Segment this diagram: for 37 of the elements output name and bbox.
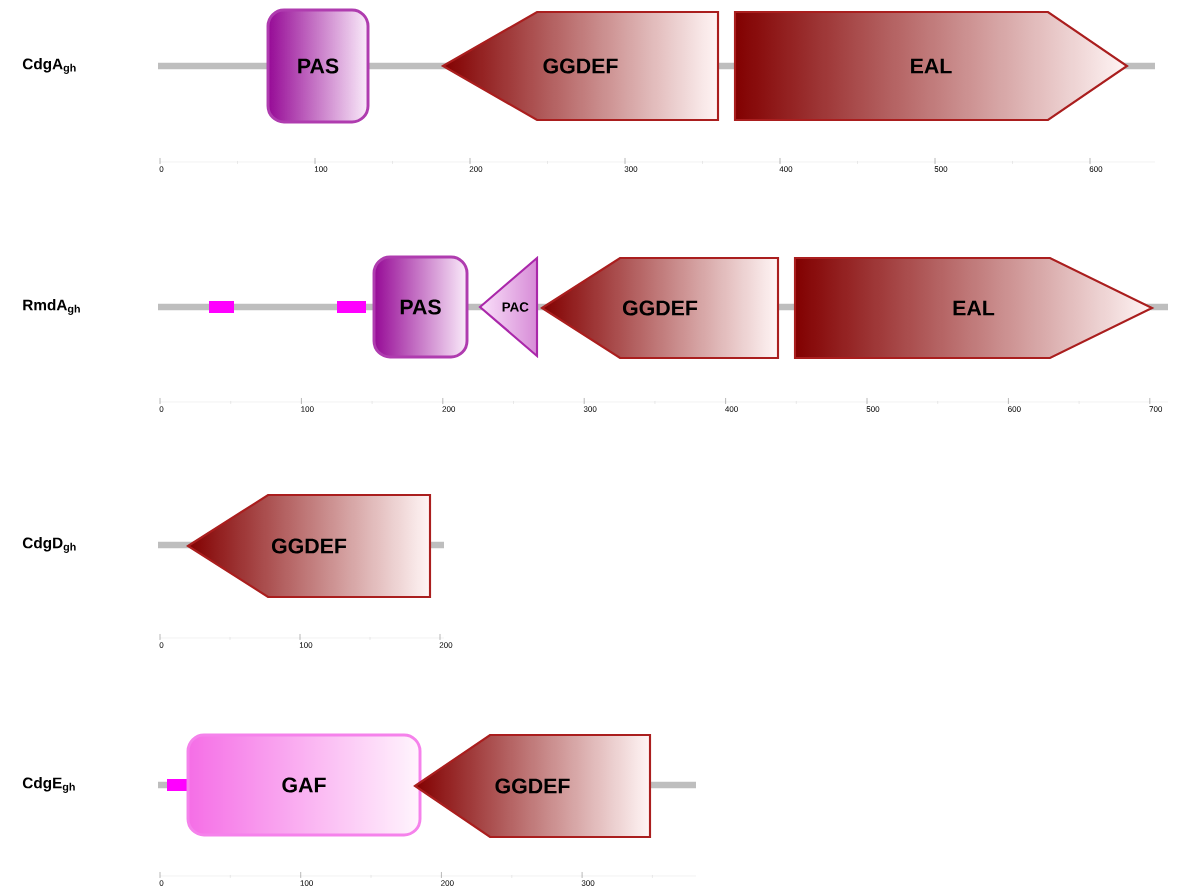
tick-label: 0 [159,642,164,648]
tick-label: 200 [469,166,483,172]
tick-label: 500 [866,406,880,412]
tick-label: 400 [779,166,793,172]
domain-pentagon: GGDEF [186,493,432,599]
tick-label: 100 [299,642,313,648]
tick-label: 0 [159,406,164,412]
tick-label: 700 [1149,406,1163,412]
tick-label: 100 [301,406,314,412]
tick-label: 600 [1008,406,1021,412]
protein-name: CdgD$_{gh}$ [22,537,76,553]
domain-pentagon: EAL [793,256,1155,360]
protein-name: CdgE$_{gh}$ [22,777,75,793]
domain-box: PAS [372,255,469,359]
domain-pentagon: GGDEF [413,733,652,839]
protein-name: RmdA$_{gh}$ [23,299,80,315]
tick-label: 300 [581,880,595,886]
tick-label: 300 [624,166,638,172]
tick-label: 200 [439,642,453,648]
tick-label: 200 [441,880,454,886]
tick-label: 600 [1089,166,1103,172]
tick-label: 0 [159,880,164,886]
tick-label: 100 [300,880,313,886]
domain-box: PAS [266,8,370,124]
segment-bar [167,779,187,791]
domain-pentagon: EAL [733,10,1129,122]
protein-name: CdgA$_{gh}$ [22,58,76,74]
domain-box: GAF [186,733,422,837]
domain-pentagon: GGDEF [540,256,780,360]
segment-bar [337,301,366,313]
tick-label: 400 [725,406,738,412]
tick-label: 300 [583,406,597,412]
tick-label: 100 [314,166,328,172]
tick-label: 0 [159,166,164,172]
segment-bar [209,301,234,313]
tick-label: 500 [934,166,948,172]
tick-label: 200 [442,406,456,412]
